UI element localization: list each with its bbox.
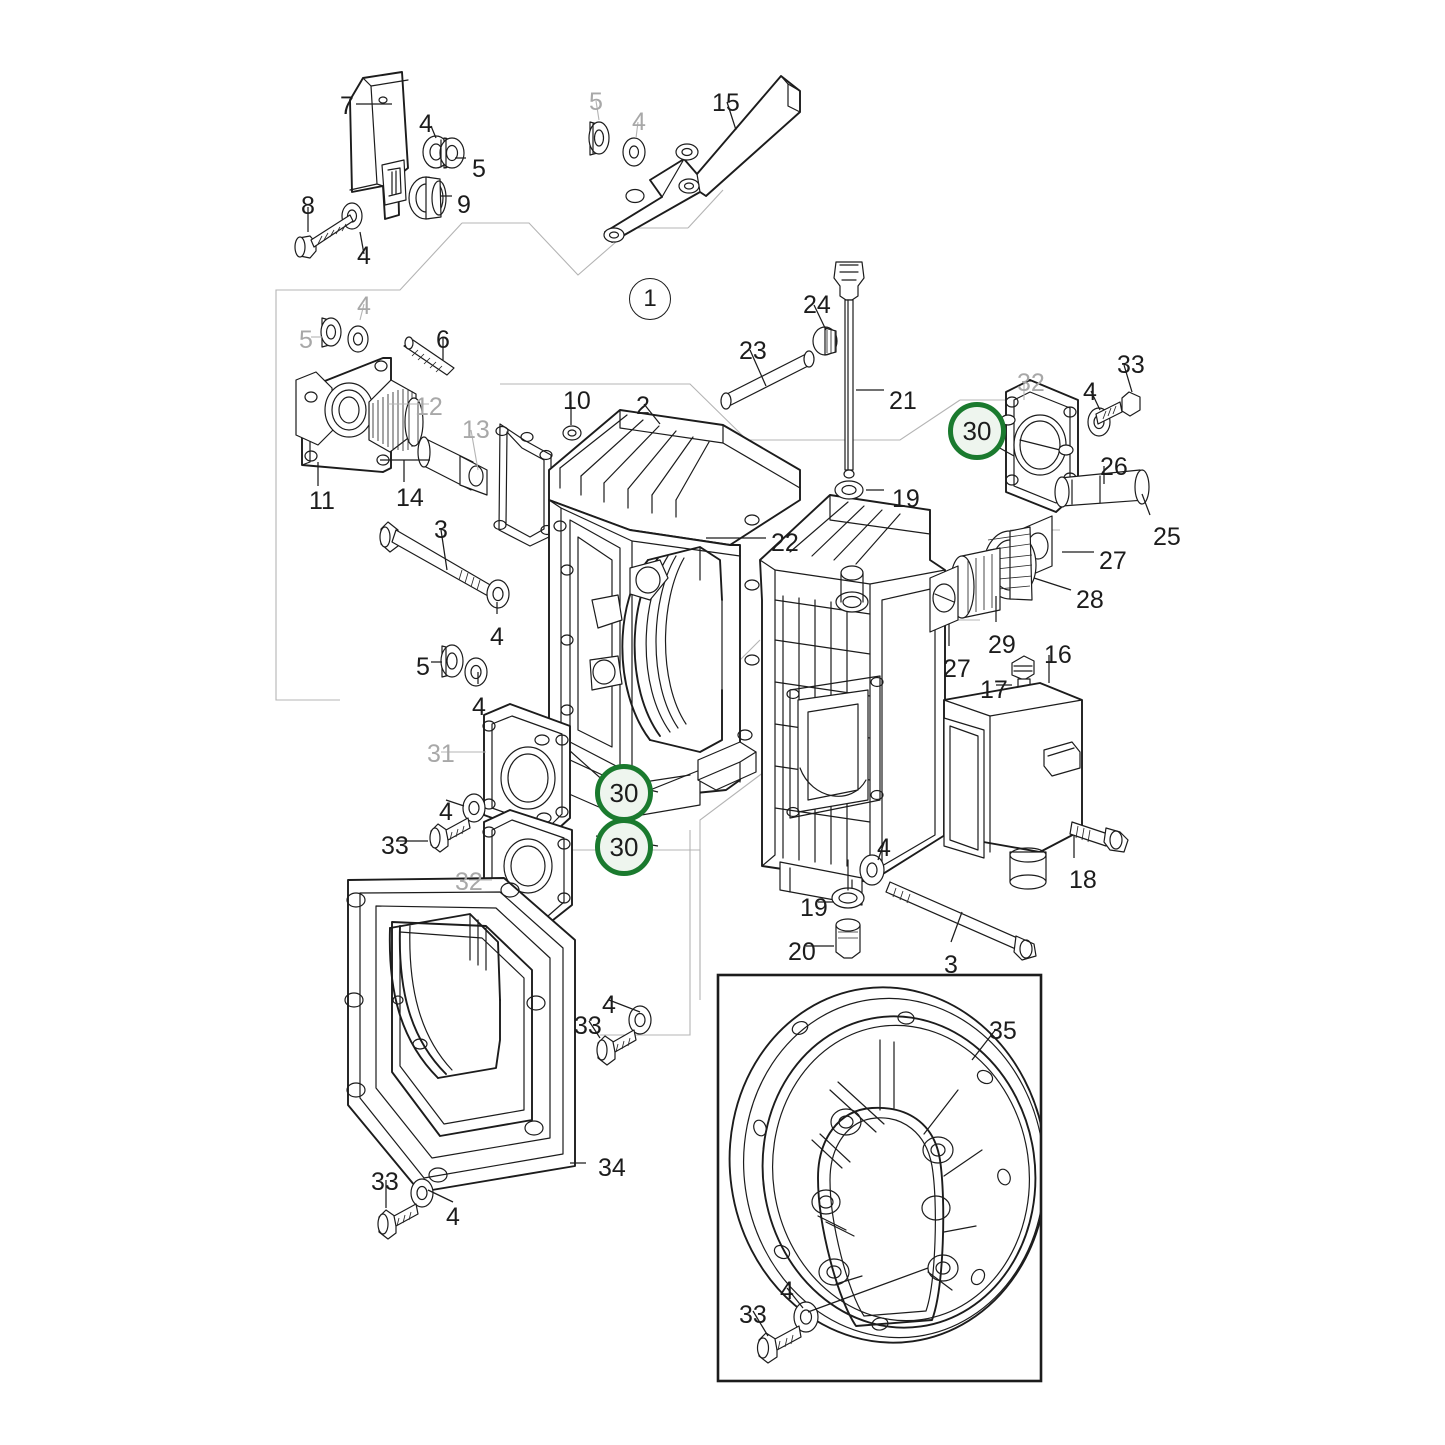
part-label-32: 32: [455, 868, 483, 896]
part-label-21: 21: [889, 387, 917, 415]
part-label-26: 26: [1100, 453, 1128, 481]
part-label-4: 4: [602, 991, 616, 1019]
group-shafts-gears: [929, 469, 1150, 633]
inset-drawing-35: [728, 986, 1041, 1364]
highlight-label: 30: [609, 831, 639, 862]
part-label-14: 14: [396, 484, 424, 512]
part-label-10: 10: [563, 387, 591, 415]
part-label-24: 24: [803, 291, 831, 319]
part-label-4: 4: [439, 798, 453, 826]
highlight-circle-30-upper-right[interactable]: 30: [948, 402, 1006, 460]
part-label-8: 8: [301, 192, 315, 220]
part-label-13: 13: [462, 416, 490, 444]
part-label-29: 29: [988, 631, 1016, 659]
part-gasket-34: [344, 877, 652, 1240]
part-label-33: 33: [371, 1168, 399, 1196]
group-cover-11: [295, 317, 488, 496]
part-label-4: 4: [446, 1203, 460, 1231]
part-label-3: 3: [944, 951, 958, 979]
part-label-9: 9: [457, 191, 471, 219]
highlight-label: 30: [609, 777, 639, 808]
group-drain-plug-20: [831, 854, 1037, 961]
part-label-25: 25: [1153, 523, 1181, 551]
part-label-4: 4: [472, 693, 486, 721]
part-label-22: 22: [771, 529, 799, 557]
group-fastener-5-mid: [440, 644, 488, 687]
group-block-16: [943, 655, 1129, 890]
part-label-34: 34: [598, 1154, 626, 1182]
part-label-12: 12: [415, 393, 443, 421]
part-label-33: 33: [574, 1012, 602, 1040]
part-label-4: 4: [357, 242, 371, 270]
part-label-15: 15: [712, 89, 740, 117]
leader-lines-dim: [311, 100, 1025, 881]
part-label-7: 7: [340, 92, 354, 120]
part-label-31: 31: [427, 740, 455, 768]
part-label-4: 4: [877, 834, 891, 862]
part-label-5: 5: [589, 88, 603, 116]
highlight-circle-30-mid-upper[interactable]: 30: [595, 764, 653, 822]
part-label-33: 33: [1117, 351, 1145, 379]
part-label-33: 33: [381, 832, 409, 860]
part-label-33: 33: [739, 1301, 767, 1329]
part-label-19: 19: [892, 485, 920, 513]
part-label-18: 18: [1069, 866, 1097, 894]
part-label-5: 5: [416, 653, 430, 681]
part-label-4: 4: [780, 1277, 794, 1305]
part-label-23: 23: [739, 337, 767, 365]
part-label-4: 4: [490, 623, 504, 651]
group-link-15: [588, 75, 801, 243]
part-label-5: 5: [472, 155, 486, 183]
part-label-5: 5: [299, 326, 313, 354]
part-label-35: 35: [989, 1017, 1017, 1045]
part-label-19: 19: [800, 894, 828, 922]
part-label-4: 4: [357, 292, 371, 320]
part-label-3: 3: [434, 516, 448, 544]
part-label-27: 27: [943, 655, 971, 683]
part-label-4: 4: [632, 108, 646, 136]
part-label-4: 4: [419, 110, 433, 138]
group-dipstick-21: [720, 261, 865, 500]
highlight-circle-30-mid-lower[interactable]: 30: [595, 818, 653, 876]
part-label-4: 4: [1083, 378, 1097, 406]
part-label-20: 20: [788, 938, 816, 966]
assembly-group-callout: 1: [629, 278, 671, 320]
highlight-label: 30: [962, 415, 992, 446]
part-label-28: 28: [1076, 586, 1104, 614]
group-bolt-3-upper: [379, 521, 510, 609]
part-label-11: 11: [309, 487, 335, 515]
part-label-6: 6: [436, 326, 450, 354]
part-label-2: 2: [636, 392, 650, 420]
part-label-17: 17: [980, 676, 1008, 704]
part-label-16: 16: [1044, 641, 1072, 669]
group-bracket-7: [294, 71, 465, 259]
part-case-right: [759, 494, 946, 906]
part-label-32: 32: [1017, 369, 1045, 397]
part-label-27: 27: [1099, 547, 1127, 575]
group-cover-31: [429, 703, 573, 925]
